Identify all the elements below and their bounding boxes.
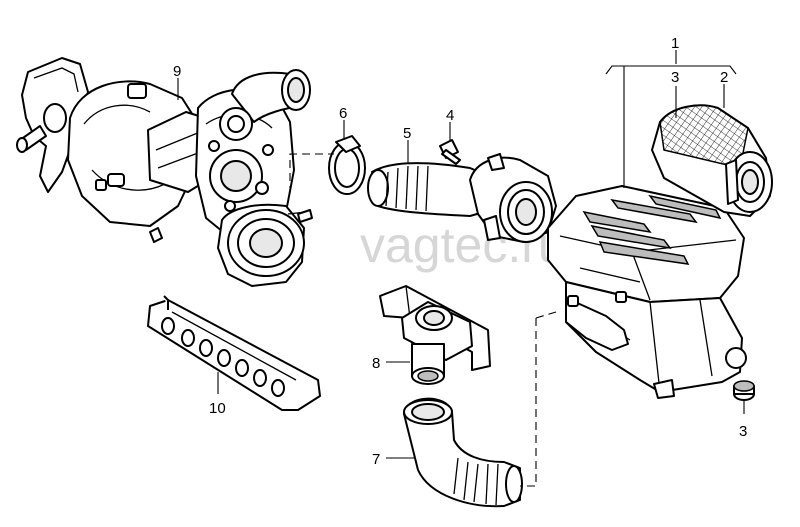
bolt-part xyxy=(439,139,461,165)
callout-2: 2 xyxy=(720,69,728,86)
hose-clamp-part xyxy=(328,135,366,195)
air-filter-housing-part xyxy=(547,185,747,399)
callout-10: 10 xyxy=(209,400,226,417)
adapter-housing-part xyxy=(469,153,557,243)
intake-hose-part xyxy=(367,162,485,217)
air-filter-element-part xyxy=(651,104,773,217)
grommet-part xyxy=(733,380,755,401)
turbocharger-part xyxy=(16,57,313,287)
callout-3-bottom: 3 xyxy=(739,423,747,440)
callout-6: 6 xyxy=(339,105,347,122)
elbow-hose-part xyxy=(403,397,523,508)
callout-1: 1 xyxy=(671,35,679,52)
callout-7: 7 xyxy=(372,451,380,468)
callout-8: 8 xyxy=(372,355,380,372)
gasket-part xyxy=(147,295,321,411)
callout-5: 5 xyxy=(403,125,411,142)
callout-9: 9 xyxy=(173,63,181,80)
callout-3-top: 3 xyxy=(671,69,679,86)
leader-lines xyxy=(177,50,745,487)
bracket-connector-part xyxy=(379,285,491,385)
callout-labels: 1 2 3 4 5 6 7 8 9 10 3 xyxy=(173,35,747,468)
callout-4: 4 xyxy=(446,107,454,124)
